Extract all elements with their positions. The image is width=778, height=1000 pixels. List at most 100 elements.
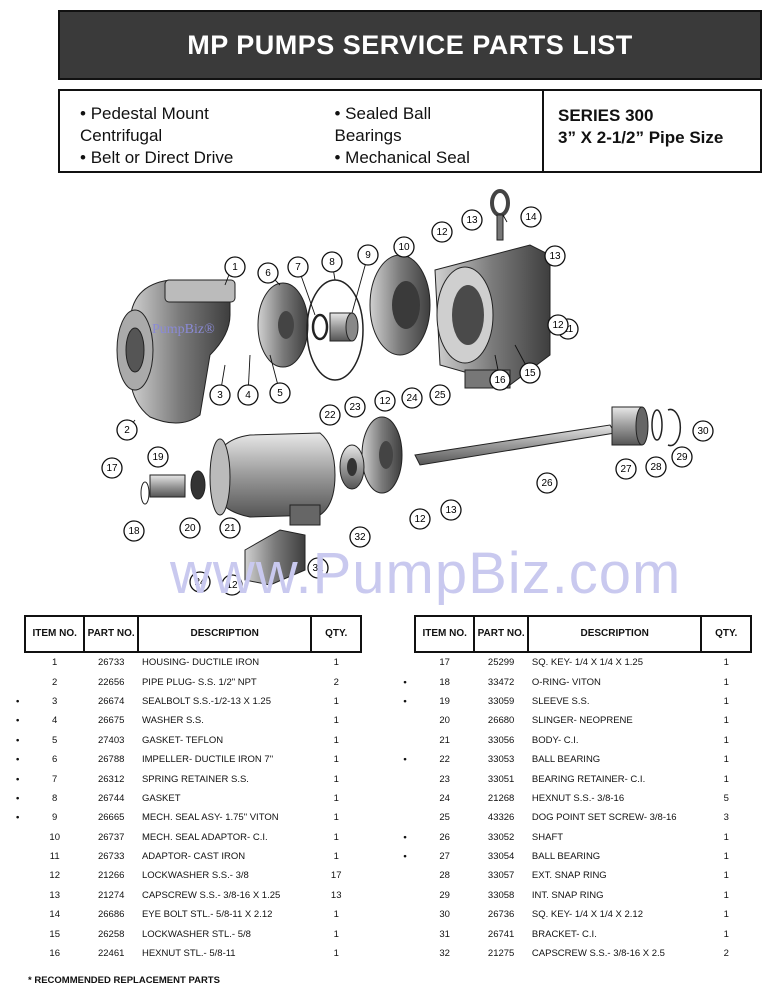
item-number: 17 xyxy=(415,652,474,672)
part-quantity-text: 1 xyxy=(333,831,339,843)
item-number: •27 xyxy=(403,847,474,866)
part-quantity: 1 xyxy=(701,769,751,788)
part-description-text: SQ. KEY- 1/4 X 1/4 X 1.25 xyxy=(531,657,643,669)
part-number: 27403 xyxy=(84,731,138,750)
part-quantity-text: 1 xyxy=(723,676,729,688)
part-description-text: LOCKWASHER STL.- 5/8 xyxy=(141,928,251,940)
part-number: 33054 xyxy=(474,847,528,866)
part-number: 22461 xyxy=(84,944,138,963)
part-description-text: IMPELLER- DUCTILE IRON 7" xyxy=(141,754,274,766)
item-number-text: 17 xyxy=(439,657,450,669)
part-quantity-text: 1 xyxy=(333,715,339,727)
part-number: 26788 xyxy=(84,750,138,769)
spring-retainer xyxy=(311,313,329,341)
part-quantity-text: 1 xyxy=(723,909,729,921)
callout-31: 31 xyxy=(307,557,329,579)
part-description: SLINGER- NEOPRENE xyxy=(528,711,702,730)
part-description: SHAFT xyxy=(528,828,702,847)
callout-label: 27 xyxy=(620,464,632,475)
callout-24: 24 xyxy=(189,571,211,593)
features-column-2: Sealed Ball Bearings Mechanical Seal xyxy=(334,103,502,171)
recommended-marker: • xyxy=(16,715,20,727)
recommended-marker: • xyxy=(403,831,407,843)
part-description: WASHER S.S. xyxy=(138,711,311,730)
part-number-text: 26680 xyxy=(487,715,515,727)
title-bar: MP PUMPS SERVICE PARTS LIST xyxy=(58,10,762,80)
callout-1: 1 xyxy=(224,256,246,278)
part-number: 33056 xyxy=(474,731,528,750)
part-number: 26744 xyxy=(84,789,138,808)
item-number-text: 15 xyxy=(49,928,60,940)
item-number: 29 xyxy=(415,886,474,905)
callout-circle xyxy=(409,508,431,530)
callout-circle xyxy=(461,209,483,231)
part-quantity-text: 1 xyxy=(723,889,729,901)
col-desc: DESCRIPTION xyxy=(526,615,703,653)
part-description: CAPSCREW S.S.- 3/8-16 X 2.5 xyxy=(528,944,702,963)
callout-circle xyxy=(615,458,637,480)
callout-label: 2 xyxy=(124,425,130,436)
callout-circle xyxy=(349,526,371,548)
callout-2: 2 xyxy=(116,419,138,441)
callout-label: 15 xyxy=(524,368,536,379)
part-number-text: 26674 xyxy=(97,695,125,707)
item-number: 21 xyxy=(415,731,474,750)
callout-label: 19 xyxy=(152,452,164,463)
callout-circle xyxy=(536,472,558,494)
part-number: 33052 xyxy=(474,828,528,847)
callout-label: 24 xyxy=(406,393,418,404)
features-column-1: Pedestal Mount Centrifugal Belt or Direc… xyxy=(80,103,294,171)
callout-24: 24 xyxy=(401,387,423,409)
part-quantity-text: 13 xyxy=(330,889,342,901)
part-quantity-text: 1 xyxy=(333,812,339,824)
part-number-text: 33472 xyxy=(487,676,515,688)
col-qty: QTY. xyxy=(700,615,752,653)
bearing-retainer-part xyxy=(361,416,403,494)
item-number: •19 xyxy=(403,692,474,711)
callout-circle xyxy=(440,499,462,521)
footnote: * RECOMMENDED REPLACEMENT PARTS xyxy=(28,975,220,986)
callout-12: 12 xyxy=(221,574,243,596)
item-number: •18 xyxy=(403,672,474,691)
part-description: BEARING RETAINER- C.I. xyxy=(528,769,702,788)
part-quantity: 1 xyxy=(701,692,751,711)
part-quantity: 1 xyxy=(701,652,751,672)
part-quantity: 1 xyxy=(701,672,751,691)
callout-label: 12 xyxy=(552,320,564,331)
callout-label: 32 xyxy=(354,532,366,543)
part-number: 26733 xyxy=(84,847,138,866)
col-part: PART NO. xyxy=(473,615,529,653)
part-description: BODY- C.I. xyxy=(528,731,702,750)
part-quantity: 1 xyxy=(311,652,361,672)
part-description-text: EYE BOLT STL.- 5/8-11 X 2.12 xyxy=(141,909,273,921)
callout-circle xyxy=(431,221,453,243)
part-quantity-text: 1 xyxy=(333,928,339,940)
callout-label: 9 xyxy=(365,250,371,261)
callout-label: 13 xyxy=(549,251,561,262)
recommended-marker: • xyxy=(16,812,20,824)
callout-label: 7 xyxy=(295,262,301,273)
item-number-text: 11 xyxy=(49,851,60,863)
part-description: SLEEVE S.S. xyxy=(528,692,702,711)
int-snap-ring xyxy=(667,408,682,447)
callout-circle xyxy=(520,206,542,228)
part-quantity: 1 xyxy=(311,808,361,827)
part-description: HEXNUT S.S.- 3/8-16 xyxy=(528,789,702,808)
col-item: ITEM NO. xyxy=(23,615,86,653)
part-quantity: 2 xyxy=(701,944,751,963)
callout-circle xyxy=(519,362,541,384)
part-description: O-RING- VITON xyxy=(528,672,702,691)
col-part: PART NO. xyxy=(83,615,139,653)
callout-7: 7 xyxy=(287,256,309,278)
callout-30: 30 xyxy=(692,420,714,442)
part-description-text: DOG POINT SET SCREW- 3/8-16 xyxy=(531,812,677,824)
